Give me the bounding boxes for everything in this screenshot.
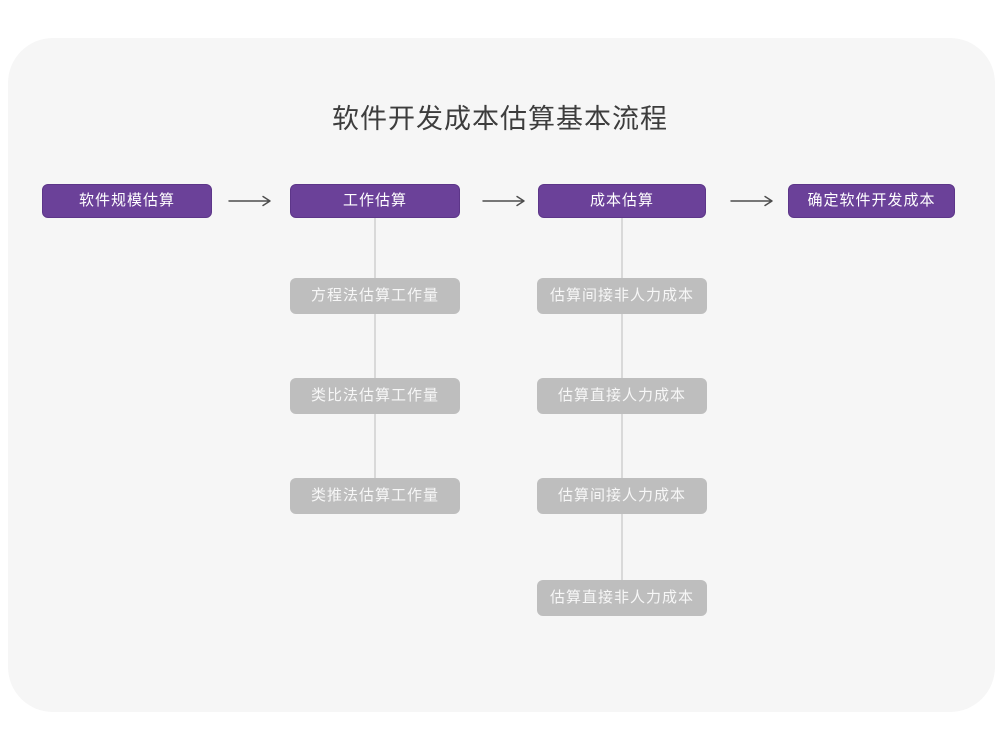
sub-node-equation-method: 方程法估算工作量	[290, 278, 460, 314]
flow-node-cost-estimation: 成本估算	[538, 184, 706, 218]
diagram-title: 软件开发成本估算基本流程	[332, 104, 668, 134]
diagram-card	[8, 38, 995, 712]
sub-node-indirect-nonlabor-cost: 估算间接非人力成本	[537, 278, 707, 314]
sub-node-indirect-labor-cost: 估算间接人力成本	[537, 478, 707, 514]
sub-node-analogy-method: 类比法估算工作量	[290, 378, 460, 414]
right-arrow-icon	[730, 195, 773, 207]
sub-node-inference-method: 类推法估算工作量	[290, 478, 460, 514]
sub-node-direct-labor-cost: 估算直接人力成本	[537, 378, 707, 414]
right-arrow-icon	[228, 195, 271, 207]
flow-node-determine-development-cost: 确定软件开发成本	[788, 184, 955, 218]
sub-node-direct-nonlabor-cost: 估算直接非人力成本	[537, 580, 707, 616]
flow-node-software-scale-estimation: 软件规模估算	[42, 184, 212, 218]
right-arrow-icon	[482, 195, 525, 207]
connector-line-work-estimation	[374, 218, 376, 496]
flow-node-work-estimation: 工作估算	[290, 184, 460, 218]
